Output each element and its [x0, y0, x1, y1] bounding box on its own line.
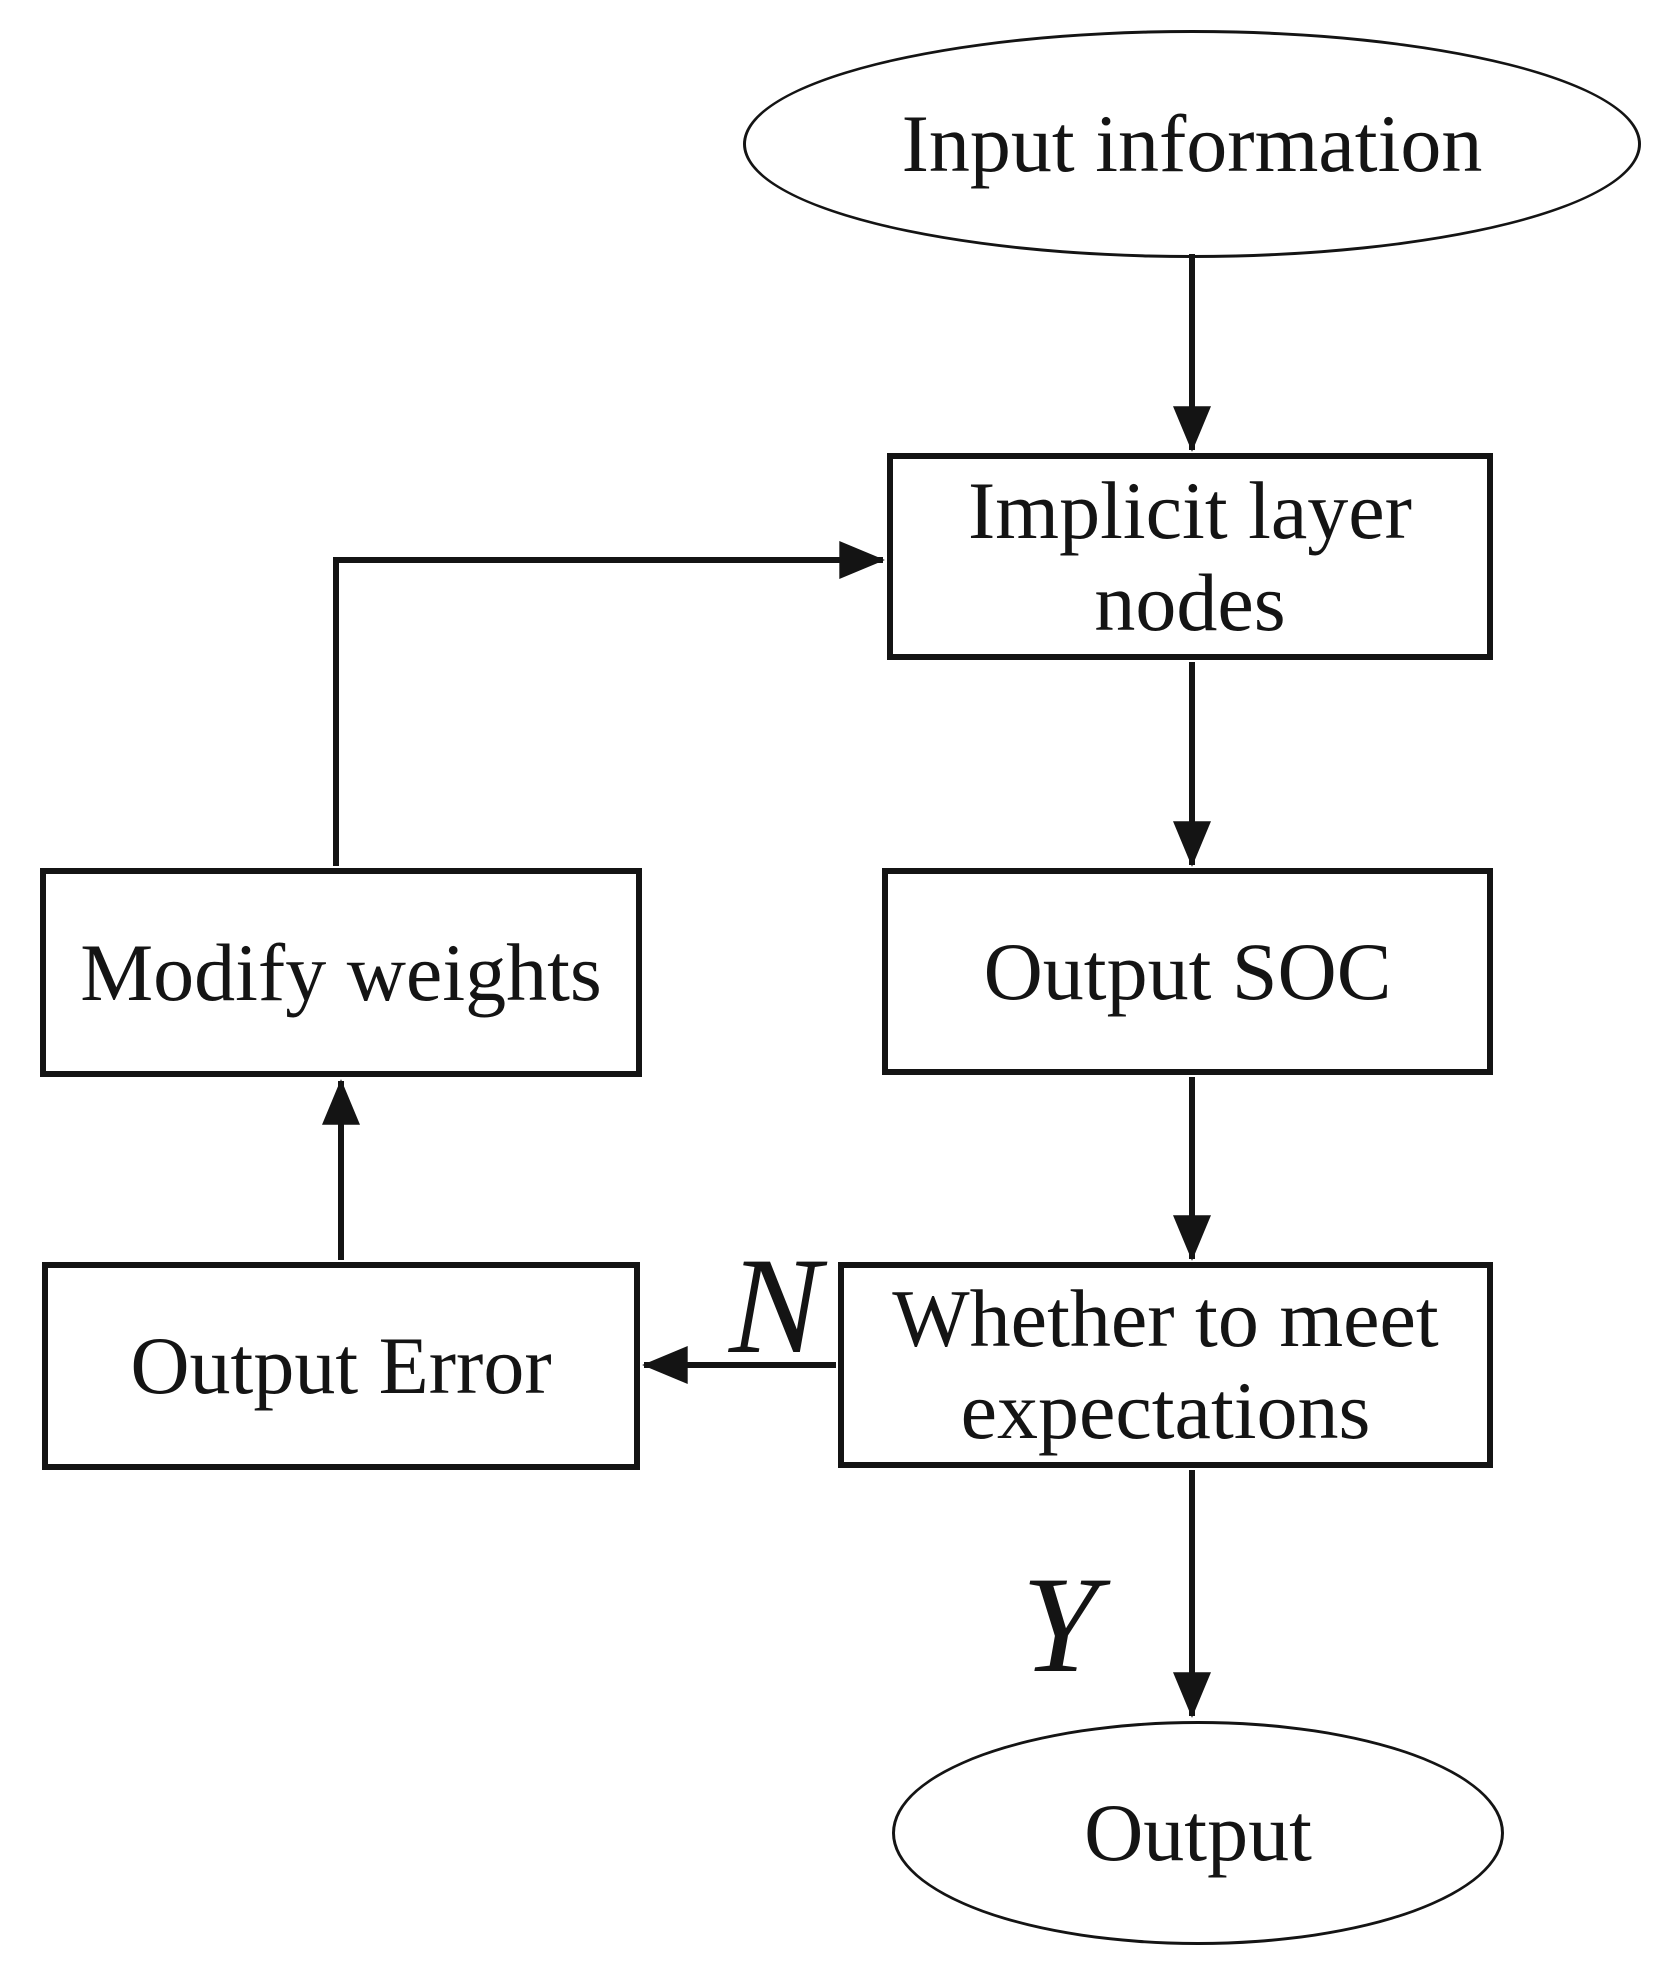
node-output-soc: Output SOC: [882, 868, 1493, 1075]
node-whether-line1: Whether to meet: [892, 1273, 1439, 1365]
node-output-label: Output: [1084, 1787, 1312, 1879]
node-implicit-layer-nodes: Implicit layer nodes: [887, 453, 1493, 660]
edge-label-y: Y: [1021, 1548, 1099, 1701]
node-input-information: Input information: [743, 30, 1641, 258]
node-modify-weights-label: Modify weights: [80, 926, 602, 1018]
node-modify-weights: Modify weights: [40, 868, 642, 1077]
node-whether-to-meet-expectations: Whether to meet expectations: [838, 1262, 1493, 1468]
node-implicit-layer-nodes-line1: Implicit layer: [968, 464, 1412, 556]
node-whether-line2: expectations: [960, 1365, 1371, 1456]
edge-label-n: N: [728, 1229, 822, 1382]
node-output-error-label: Output Error: [130, 1320, 552, 1412]
node-implicit-layer-nodes-line2: nodes: [1094, 556, 1286, 648]
node-input-information-label: Input information: [901, 98, 1483, 190]
arrow-modify-to-implicit: [333, 541, 885, 866]
node-output: Output: [892, 1721, 1504, 1945]
node-output-error: Output Error: [42, 1262, 640, 1470]
node-output-soc-label: Output SOC: [983, 925, 1392, 1017]
